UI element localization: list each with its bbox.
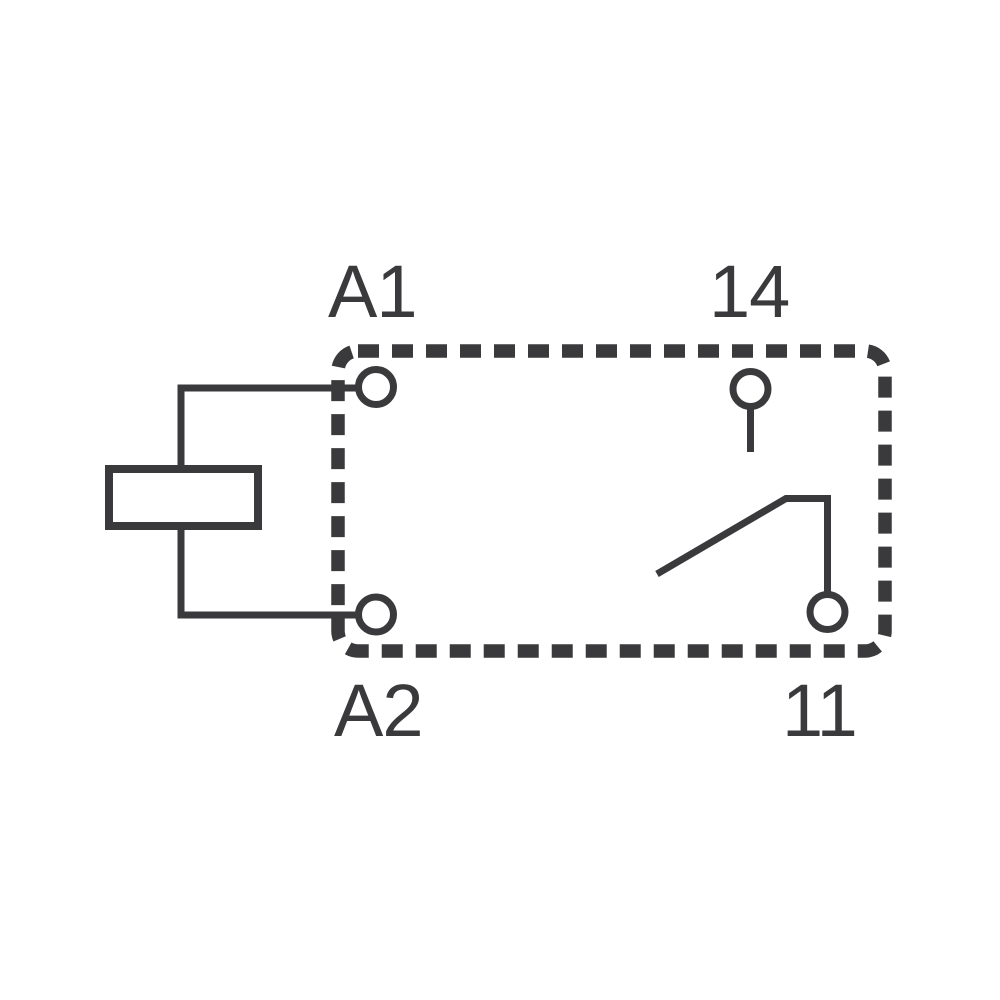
coil-symbol [105,465,262,530]
label-terminal-a1: A1 [328,250,417,333]
coil-wire-top [177,384,360,468]
terminal-a2-circle [355,593,397,636]
relay-body-outline [331,344,892,658]
coil-wire-bottom [177,527,360,619]
label-terminal-14: 14 [709,250,789,333]
terminal-a1-circle [355,366,397,408]
terminal-14-circle [729,368,772,410]
label-terminal-11: 11 [782,669,857,752]
terminal-11-circle [806,591,849,633]
label-terminal-a2: A2 [334,669,423,752]
switch-contact-arm [655,495,831,600]
